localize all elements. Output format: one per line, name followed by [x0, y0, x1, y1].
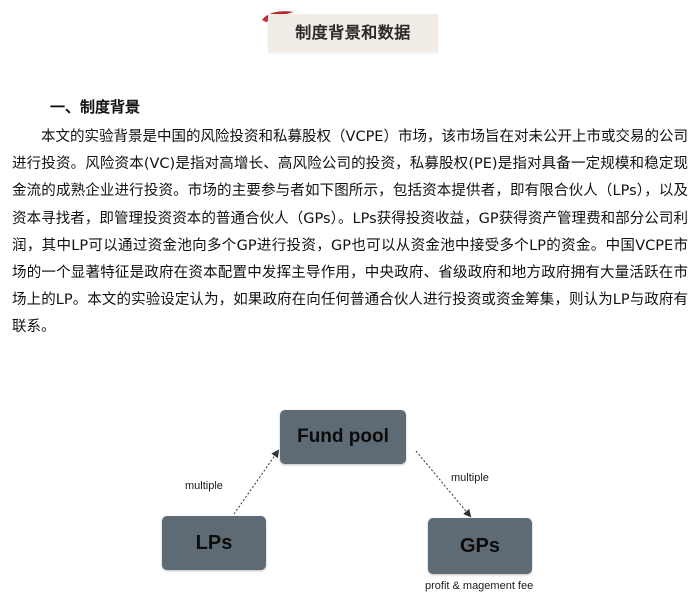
edge-label-profit-fee: profit & magement fee	[425, 580, 534, 592]
fund-pool-node: Fund pool	[280, 410, 406, 464]
edge-label-fund-gps: multiple	[451, 472, 489, 484]
diagram-arrows	[233, 449, 472, 518]
header-banner: 制度背景和数据	[268, 14, 438, 52]
section-heading: 一、制度背景	[50, 98, 141, 116]
edge-label-lps-fund: multiple	[185, 480, 223, 492]
market-diagram: Fund pool LPs GPs multiple multiple prof…	[140, 405, 580, 600]
header-title: 制度背景和数据	[295, 23, 411, 42]
body-paragraph: 本文的实验背景是中国的风险投资和私募股权（VCPE）市场，该市场旨在对未公开上市…	[12, 129, 688, 336]
article-header: 制度背景和数据	[0, 0, 700, 62]
lps-node: LPs	[162, 516, 266, 570]
arrow-lps-to-fund	[233, 449, 280, 515]
gps-node: GPs	[428, 518, 532, 574]
